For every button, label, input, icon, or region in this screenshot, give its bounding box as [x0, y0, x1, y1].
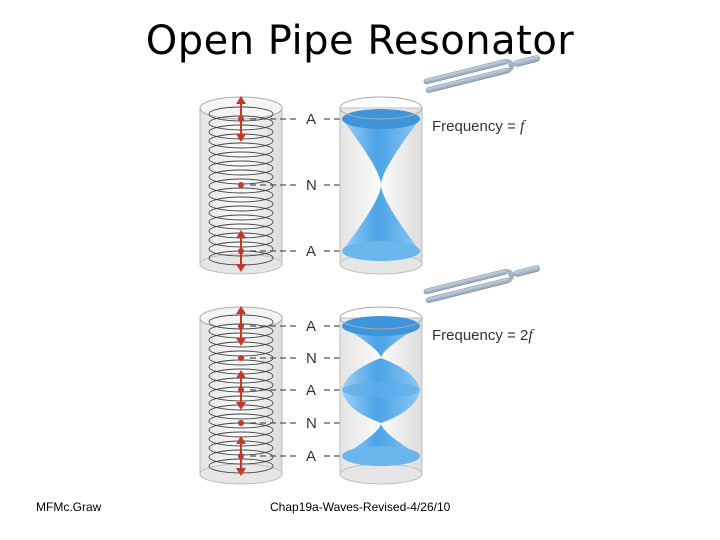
- bottom-label-4: N: [306, 415, 317, 432]
- slide-title: Open Pipe Resonator: [145, 18, 575, 64]
- top-frequency-label: Frequency = f: [432, 118, 527, 135]
- footer-author: MFMc.Graw: [36, 500, 102, 514]
- top-coil-spring: [208, 106, 274, 266]
- bottom-label-1: A: [306, 318, 316, 335]
- bottom-frequency-label: Frequency = 2f: [432, 327, 535, 344]
- coil-loop: [208, 142, 274, 158]
- bottom-displacement-markers: [236, 306, 246, 476]
- top-displacement-markers: [236, 96, 246, 272]
- top-diagram: A N A Frequency = f: [199, 55, 540, 275]
- top-wave-pipe: [339, 96, 423, 275]
- coil-loop: [208, 151, 274, 167]
- coil-loop: [208, 160, 274, 176]
- top-label-2: N: [306, 177, 317, 194]
- footer-source: Chap19a-Waves-Revised-4/26/10: [270, 500, 451, 514]
- coil-loop: [208, 196, 274, 212]
- coil-loop: [208, 214, 274, 230]
- top-label-3: A: [306, 243, 316, 260]
- coil-loop: [208, 205, 274, 221]
- bottom-label-5: A: [306, 448, 316, 465]
- bottom-wave-pipe: [339, 306, 423, 485]
- bottom-diagram: A N A N A Frequency = 2f: [199, 265, 540, 485]
- top-label-1: A: [306, 111, 316, 128]
- coil-loop: [208, 178, 274, 194]
- coil-loop: [208, 413, 274, 429]
- bottom-tuning-fork-icon: [423, 265, 540, 303]
- bottom-label-2: N: [306, 350, 317, 367]
- top-tuning-fork-icon: [423, 55, 540, 93]
- bottom-label-3: A: [306, 382, 316, 399]
